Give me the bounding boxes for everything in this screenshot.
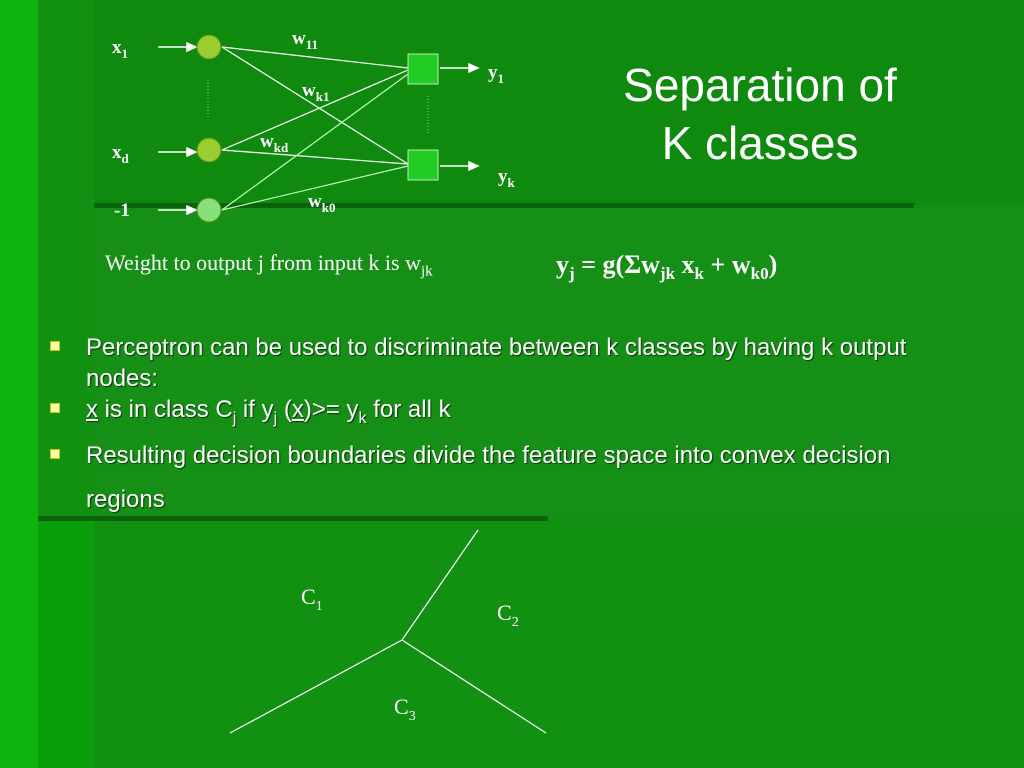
region-label-c3: C3 [394,694,416,724]
divider-rule-top [94,203,914,208]
region-label-c2: C2 [497,600,519,630]
slide-title: Separation of K classes [560,56,960,172]
output-label-yk: yk [498,166,516,190]
bullet-marker-icon [50,341,60,351]
weight-label-wk0: wk0 [308,191,335,215]
input-arrows [158,41,198,216]
left-accent-strip [0,0,38,768]
input-node-d [196,137,222,163]
middle-band [94,208,1024,518]
output-node-1 [407,53,439,85]
bullet-item-1: Perceptron can be used to discriminate b… [50,332,970,394]
input-label-x1: x1 [112,37,128,61]
input-label-xd: xd [112,142,130,166]
output-formula: yj = g(Σwjk xk + wk0) [556,250,778,284]
divider-rule-bottom [38,516,548,521]
weight-connections [221,46,409,165]
bullet-item-3: Resulting decision boundaries divide the… [50,434,970,522]
bullet-item-2: x is in class Cj if yj (x)>= yk for all … [50,394,970,434]
bias-connections [221,73,409,211]
left-accent-block [38,520,94,768]
weight-label-wk1: wk1 [302,80,329,104]
bullet-marker-icon [50,448,60,459]
decision-boundaries [229,529,547,734]
caption-text: Weight to output j from input k is w [105,250,421,275]
weight-label-w11: w11 [292,28,318,52]
weight-caption: Weight to output j from input k is wjk [105,248,525,286]
input-node-bias [196,197,222,223]
input-node-1 [196,34,222,60]
top-band [94,0,1024,205]
output-arrows [440,62,480,172]
title-line-2: K classes [661,117,859,169]
caption-subscript: jk [421,263,433,280]
input-label-bias: -1 [114,200,130,221]
region-label-c1: C1 [301,584,323,614]
title-line-1: Separation of [623,59,897,111]
output-node-k [407,149,439,181]
weight-label-wkd: wkd [260,131,289,155]
output-label-y1: y1 [488,62,504,86]
bullet-marker-icon [50,403,60,413]
bullet-list: Perceptron can be used to discriminate b… [50,332,970,522]
